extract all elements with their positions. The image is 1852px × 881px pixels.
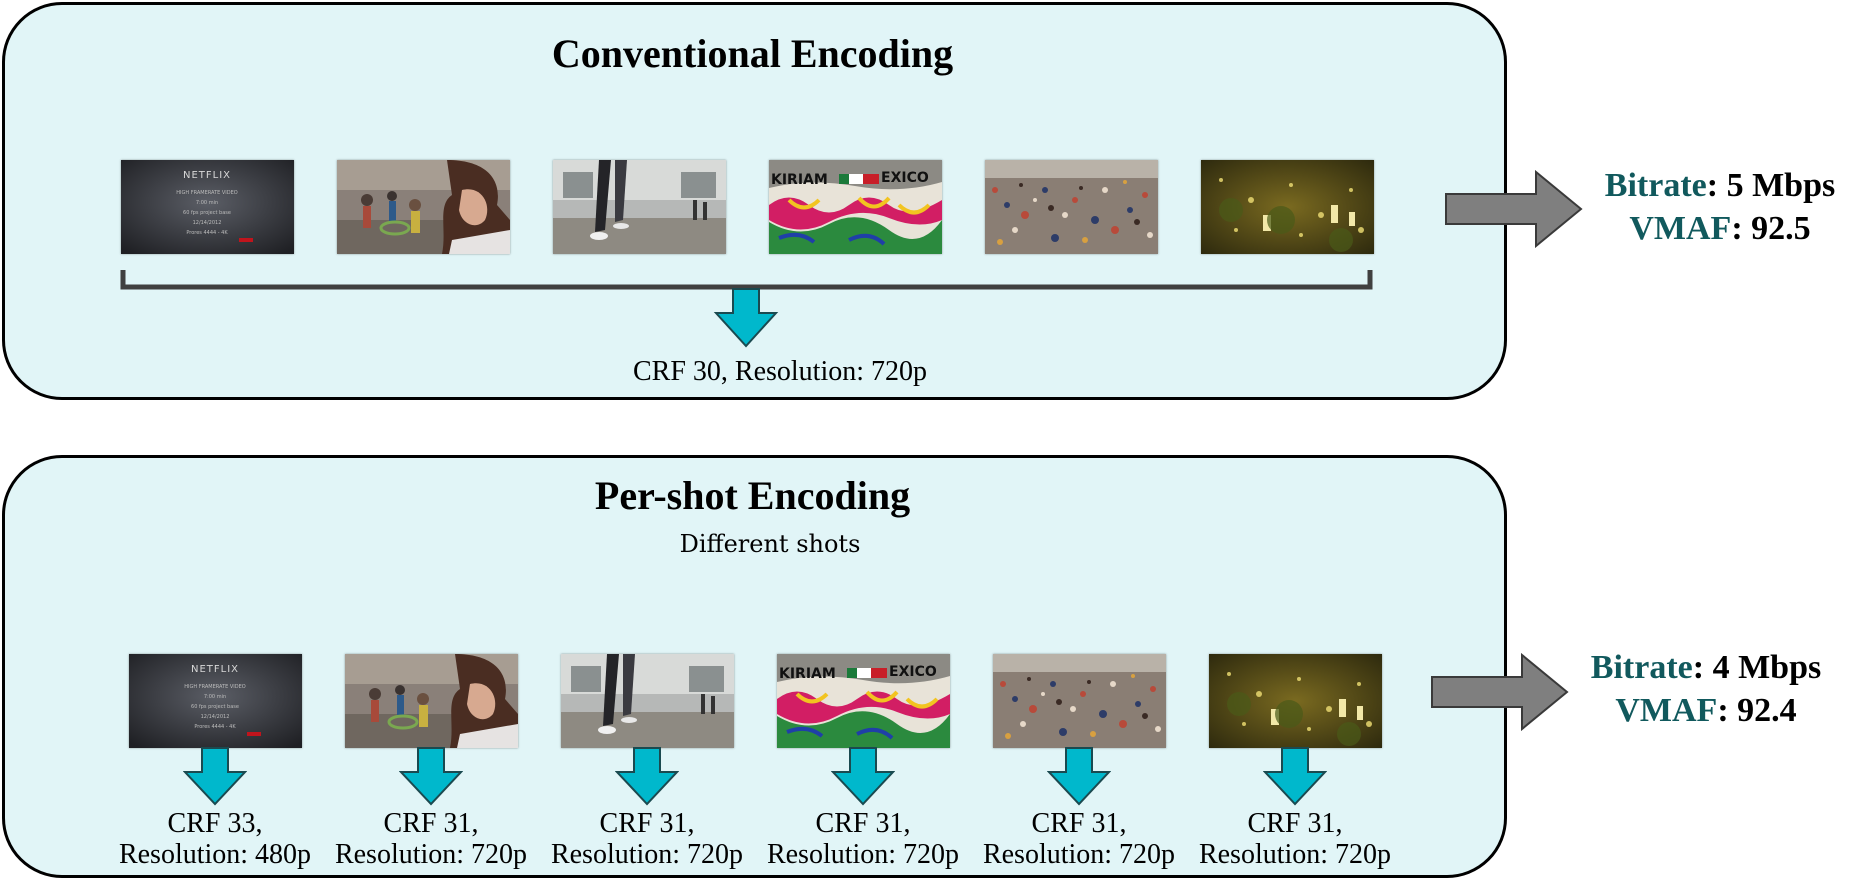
shot-setting-label: CRF 31,Resolution: 720p — [335, 808, 527, 870]
conventional-setting-label: CRF 30, Resolution: 720p — [632, 356, 928, 387]
resolution-value: Resolution: 480p — [118, 839, 312, 870]
vmaf-key: VMAF — [1629, 210, 1732, 247]
svg-text:12/14/2012: 12/14/2012 — [193, 220, 222, 226]
shot-thumbnail-mexico-mural: KIRIAM EXICO — [777, 654, 950, 748]
shot-setting-label: CRF 31,Resolution: 720p — [767, 808, 959, 870]
crf-value: CRF 33, — [167, 808, 263, 839]
vmaf-value: : 92.5 — [1731, 210, 1811, 247]
svg-text:Prores 4444 - 4K: Prores 4444 - 4K — [194, 724, 236, 730]
crf-value: CRF 31, — [1247, 808, 1343, 839]
svg-text:Prores 4444 - 4K: Prores 4444 - 4K — [186, 230, 228, 236]
resolution-value: Resolution: 720p — [766, 839, 960, 870]
shot-thumbnail-crowd-plaza — [993, 654, 1166, 748]
crf-value: CRF 31, — [1031, 808, 1127, 839]
down-arrow-icon — [1263, 747, 1327, 806]
crf-value: CRF 31, — [599, 808, 695, 839]
result-arrow-icon — [1431, 653, 1569, 731]
shot-thumbnail-dancer-legs — [553, 160, 726, 254]
down-arrow-icon — [1047, 747, 1111, 806]
shot-thumbnail-dancer-legs — [561, 654, 734, 748]
shot-thumbnail-woman-street — [345, 654, 518, 748]
shot-setting-label: CRF 31,Resolution: 720p — [551, 808, 743, 870]
resolution-value: Resolution: 720p — [1198, 839, 1392, 870]
bitrate-value: : 5 Mbps — [1706, 167, 1836, 204]
svg-text:HIGH FRAMERATE VIDEO: HIGH FRAMERATE VIDEO — [176, 190, 238, 196]
svg-text:KIRIAM: KIRIAM — [771, 172, 828, 188]
per-shot-encoding-title: Per-shot Encoding — [594, 473, 911, 518]
bitrate-key: Bitrate — [1590, 649, 1693, 686]
svg-text:12/14/2012: 12/14/2012 — [201, 714, 230, 720]
svg-text:EXICO: EXICO — [889, 664, 937, 680]
svg-text:60 fps project base: 60 fps project base — [191, 704, 239, 710]
shot-setting-label: CRF 31,Resolution: 720p — [983, 808, 1175, 870]
vmaf-value: : 92.4 — [1717, 692, 1797, 729]
shot-thumbnail-netflix-slate: NETFLIX HIGH FRAMERATE VIDEO 7:00 min 60… — [121, 160, 294, 254]
svg-text:KIRIAM: KIRIAM — [779, 666, 836, 682]
conventional-metrics: Bitrate: 5 Mbps VMAF: 92.5 — [1605, 164, 1835, 250]
crf-value: CRF 31, — [815, 808, 911, 839]
svg-text:NETFLIX: NETFLIX — [183, 170, 231, 181]
vmaf-key: VMAF — [1615, 692, 1718, 729]
svg-text:HIGH FRAMERATE VIDEO: HIGH FRAMERATE VIDEO — [184, 684, 246, 690]
shot-setting-label: CRF 31,Resolution: 720p — [1199, 808, 1391, 870]
svg-text:NETFLIX: NETFLIX — [191, 664, 239, 675]
svg-text:7:00 min: 7:00 min — [204, 694, 226, 700]
svg-text:EXICO: EXICO — [881, 170, 929, 186]
shots-bracket — [120, 270, 1373, 290]
down-arrow-icon — [713, 288, 779, 348]
down-arrow-icon — [399, 747, 463, 806]
bitrate-value: : 4 Mbps — [1692, 649, 1822, 686]
shot-thumbnail-golden-lights — [1209, 654, 1382, 748]
result-arrow-icon — [1445, 170, 1583, 248]
down-arrow-icon — [183, 747, 247, 806]
per-shot-metrics: Bitrate: 4 Mbps VMAF: 92.4 — [1591, 646, 1821, 732]
resolution-value: Resolution: 720p — [550, 839, 744, 870]
resolution-value: Resolution: 720p — [334, 839, 528, 870]
crf-value: CRF 31, — [383, 808, 479, 839]
down-arrow-icon — [831, 747, 895, 806]
resolution-value: Resolution: 720p — [982, 839, 1176, 870]
conventional-encoding-title: Conventional Encoding — [551, 31, 954, 76]
svg-text:7:00 min: 7:00 min — [196, 200, 218, 206]
bitrate-key: Bitrate — [1604, 167, 1707, 204]
shot-thumbnail-woman-street — [337, 160, 510, 254]
different-shots-label: Different shots — [679, 530, 861, 558]
down-arrow-icon — [615, 747, 679, 806]
shot-thumbnail-golden-lights — [1201, 160, 1374, 254]
shot-thumbnail-netflix-slate: NETFLIX HIGH FRAMERATE VIDEO 7:00 min 60… — [129, 654, 302, 748]
shot-setting-label: CRF 33,Resolution: 480p — [119, 808, 311, 870]
shot-thumbnail-mexico-mural: KIRIAM EXICO — [769, 160, 942, 254]
svg-text:60 fps project base: 60 fps project base — [183, 210, 231, 216]
shot-thumbnail-crowd-plaza — [985, 160, 1158, 254]
